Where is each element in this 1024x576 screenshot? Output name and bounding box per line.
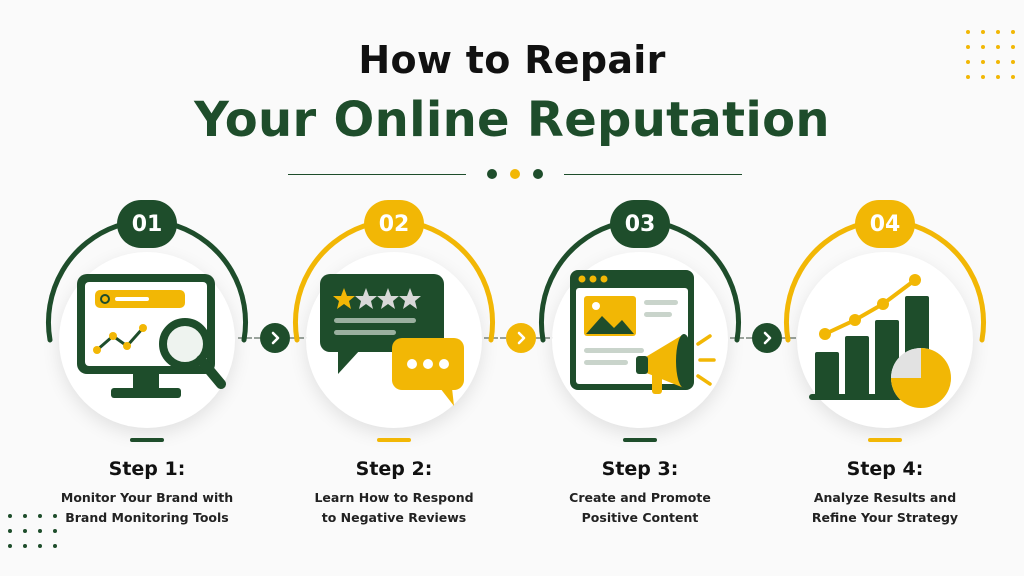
step-title: Step 1:: [108, 458, 186, 480]
step-description-line: Learn How to Respond: [314, 490, 474, 505]
chevron-right-icon: [763, 331, 772, 345]
step-number-badge: 03: [610, 200, 670, 248]
step-number-badge: 02: [364, 200, 424, 248]
chevron-right-icon: [517, 331, 526, 345]
step-description: Learn How to Respond to Negative Reviews: [289, 488, 499, 528]
next-arrow-2: [506, 323, 536, 353]
connector-line: [730, 337, 752, 339]
step-ring: [45, 223, 249, 343]
decorative-dot-grid-top-right: [966, 30, 1015, 79]
title-primary: How to Repair: [358, 38, 666, 82]
chevron-right-icon: [271, 331, 280, 345]
divider-dot: [510, 169, 520, 179]
step-ring: [538, 223, 742, 343]
step-underline: [868, 438, 902, 442]
connector-line: [238, 337, 260, 339]
decorative-dot-grid-bottom-left: [8, 514, 57, 548]
connector-line: [290, 337, 312, 339]
monitor-magnifier-icon: [77, 274, 226, 398]
step-number-badge: 04: [855, 200, 915, 248]
next-arrow-3: [752, 323, 782, 353]
step-description-line: to Negative Reviews: [321, 510, 467, 525]
step-description: Create and Promote Positive Content: [535, 488, 745, 528]
review-chat-icon: [320, 274, 464, 406]
content-megaphone-icon: [570, 270, 716, 394]
next-arrow-1: [260, 323, 290, 353]
step-ring: [783, 223, 987, 343]
divider-dot: [487, 169, 497, 179]
step-description-line: Refine Your Strategy: [811, 510, 959, 525]
title-divider-left: [288, 174, 466, 175]
step-title: Step 4:: [846, 458, 924, 480]
step-description: Monitor Your Brand with Brand Monitoring…: [42, 488, 252, 528]
step-description-line: Monitor Your Brand with: [60, 490, 234, 505]
connector-line: [484, 337, 506, 339]
step-description-line: Positive Content: [581, 510, 699, 525]
step-underline: [130, 438, 164, 442]
connector-line: [782, 337, 804, 339]
step-description-line: Create and Promote: [569, 490, 711, 505]
title-highlight: Your Online Reputation: [194, 92, 830, 148]
divider-dot: [533, 169, 543, 179]
step-underline: [377, 438, 411, 442]
step-number-badge: 01: [117, 200, 177, 248]
step-description: Analyze Results and Refine Your Strategy: [780, 488, 990, 528]
connector-line: [536, 337, 558, 339]
step-title: Step 3:: [601, 458, 679, 480]
step-description-line: Analyze Results and: [813, 490, 957, 505]
title-divider-right: [564, 174, 742, 175]
step-underline: [623, 438, 657, 442]
step-description-line: Brand Monitoring Tools: [65, 510, 229, 525]
analytics-chart-icon: [809, 274, 951, 408]
step-title: Step 2:: [355, 458, 433, 480]
step-ring: [292, 223, 496, 343]
